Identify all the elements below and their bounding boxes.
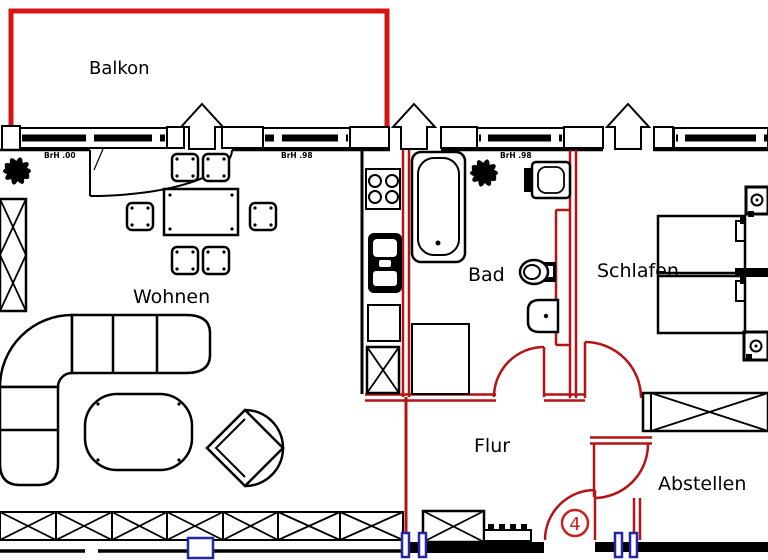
parapet-label: BrH .00 bbox=[44, 151, 76, 160]
door-arrow-icons bbox=[178, 102, 652, 150]
entrance-door bbox=[543, 488, 597, 541]
kitchen-cabinet bbox=[365, 345, 401, 395]
schlafen-label: Schlafen bbox=[597, 260, 679, 282]
unit-number: 4 bbox=[569, 514, 580, 535]
abstellen-label: Abstellen bbox=[658, 473, 746, 495]
red-walls bbox=[365, 150, 652, 540]
balcony: Balkon bbox=[8, 8, 390, 137]
coffee-table bbox=[83, 392, 194, 472]
schlafen-room: Schlafen bbox=[597, 185, 768, 362]
bidet bbox=[526, 298, 560, 334]
bathtub bbox=[410, 150, 467, 264]
shoe-rack bbox=[483, 524, 532, 542]
corner-sofa bbox=[0, 313, 212, 487]
exterior-wall bbox=[0, 102, 768, 553]
dining-table bbox=[162, 187, 240, 237]
washbasin bbox=[524, 160, 572, 200]
toilet bbox=[518, 258, 556, 286]
blue-door-post bbox=[417, 531, 428, 559]
kitchen-counter bbox=[367, 304, 401, 342]
washing-machine bbox=[411, 323, 470, 395]
parapet-annotations: BrH .00 BrH .98 BrH .98 bbox=[44, 148, 532, 171]
storage-cabinet bbox=[641, 391, 768, 433]
stove bbox=[365, 168, 401, 210]
parapet-label: BrH .98 bbox=[281, 151, 313, 160]
flur-label: Flur bbox=[474, 435, 510, 457]
balkon-label: Balkon bbox=[89, 58, 150, 79]
kitchen bbox=[360, 150, 402, 395]
plant-icon bbox=[2, 156, 32, 186]
blue-door-post bbox=[186, 536, 215, 560]
wohnen-label: Wohnen bbox=[133, 286, 210, 308]
wall-pillars bbox=[1, 125, 674, 151]
blue-door-post bbox=[613, 531, 624, 559]
kitchen-sink bbox=[368, 233, 402, 293]
double-bed bbox=[656, 214, 768, 335]
flur-room: Flur bbox=[400, 435, 639, 559]
plant-icon bbox=[469, 158, 499, 188]
hall-cabinet bbox=[421, 509, 486, 544]
wohnen-room: Wohnen bbox=[0, 152, 404, 560]
bath-door bbox=[492, 345, 546, 398]
blue-door-post bbox=[400, 531, 411, 559]
parapet-label: BrH .98 bbox=[500, 151, 532, 160]
armchair bbox=[205, 408, 285, 488]
sideboard-row bbox=[0, 511, 404, 541]
wardrobe-cabinet bbox=[0, 197, 28, 313]
nightstand bbox=[744, 185, 768, 217]
unit-number-badge: 4 bbox=[560, 508, 590, 538]
storage-door bbox=[592, 443, 650, 500]
abstellen-room: Abstellen bbox=[641, 391, 768, 495]
nightstand bbox=[742, 330, 768, 362]
bad-label: Bad bbox=[468, 264, 505, 286]
bad-room: Bad bbox=[410, 150, 572, 395]
blue-door-post bbox=[628, 531, 639, 559]
bedroom-door bbox=[583, 340, 643, 399]
